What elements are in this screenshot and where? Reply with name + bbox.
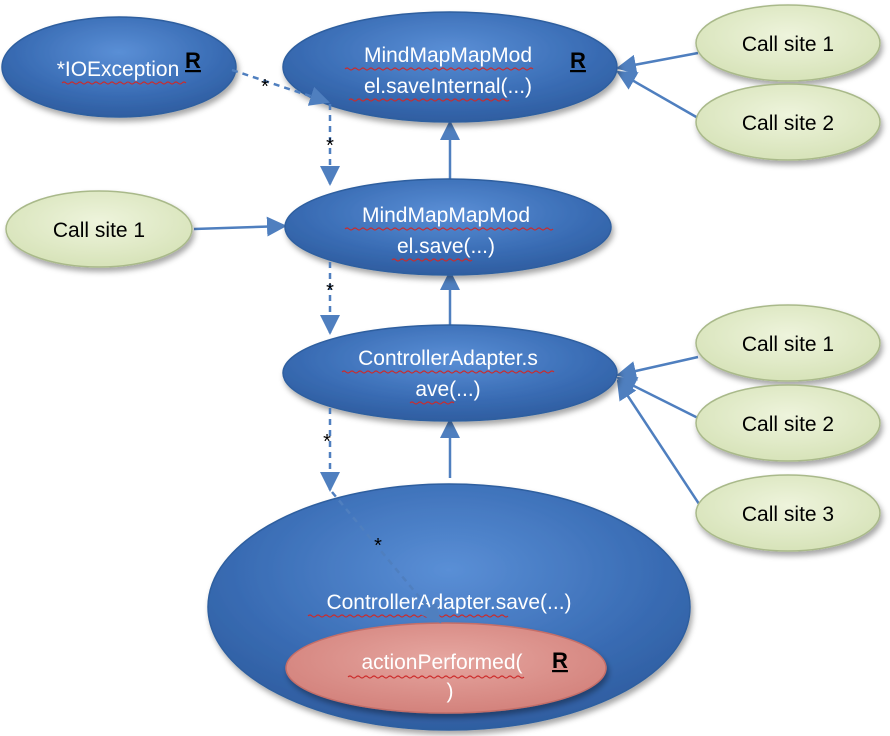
- node-io-exception[interactable]: *IOException R: [1, 16, 237, 118]
- edge-ioexception-to-saveinternal: [231, 68, 330, 106]
- spellcheck-underline: [344, 227, 554, 231]
- node-adapter-save-outer-label: ControllerAdapter.save(...): [326, 591, 571, 614]
- edge-star-mark: *: [326, 135, 334, 157]
- solid-edges: [193, 51, 705, 511]
- edge-callsite1-to-adapter: [616, 355, 699, 381]
- edge-star-mark: *: [261, 76, 269, 98]
- node-action-performed-r-mark: R: [552, 648, 568, 673]
- edge-callsite1-to-saveinternal: [616, 51, 699, 75]
- dashed-edges: [231, 68, 442, 624]
- spellcheck-underline: [391, 258, 473, 262]
- spellcheck-underline: [347, 675, 525, 679]
- node-action-performed[interactable]: actionPerformed( ) R: [285, 622, 607, 714]
- edge-star-mark: *: [326, 280, 334, 302]
- node-action-performed-line1: actionPerformed(: [361, 651, 522, 674]
- call-site-label: Call site 1: [742, 33, 834, 56]
- edge-star-mark: *: [323, 431, 331, 453]
- node-save-internal-line2: el.saveInternal(...): [364, 75, 532, 98]
- node-save-call-site-1[interactable]: Call site 1: [5, 190, 193, 268]
- spellcheck-underline: [307, 614, 509, 618]
- node-adapter-save[interactable]: ControllerAdapter.s ave(...): [282, 324, 618, 422]
- node-save-line2: el.save(...): [397, 235, 495, 258]
- node-adapter-save-line2: ave(...): [415, 378, 480, 401]
- node-save-line1: MindMapMapMod: [362, 204, 530, 227]
- node-save[interactable]: MindMapMapMod el.save(...): [284, 178, 612, 276]
- call-site-label: Call site 1: [53, 219, 145, 242]
- node-adapter-save-line1: ControllerAdapter.s: [358, 347, 538, 370]
- node-adapter-call-site-3[interactable]: Call site 3: [695, 474, 881, 552]
- node-save-internal-line1: MindMapMapMod: [364, 44, 532, 67]
- node-save-internal-r-mark: R: [570, 48, 586, 73]
- node-save-internal[interactable]: MindMapMapMod el.saveInternal(...) R: [282, 11, 618, 123]
- spellcheck-underline: [61, 81, 187, 85]
- node-io-exception-label: *IOException: [57, 58, 180, 81]
- call-site-label: Call site 1: [742, 333, 834, 356]
- node-adapter-call-site-2[interactable]: Call site 2: [695, 384, 881, 462]
- spellcheck-underline: [341, 370, 555, 374]
- spellcheck-underline: [409, 401, 455, 405]
- edge-callsite1-to-save: [193, 216, 287, 237]
- spellcheck-underline: [348, 98, 510, 102]
- node-adapter-call-site-1[interactable]: Call site 1: [695, 304, 881, 382]
- edge-callsite3-to-adapter: [616, 379, 705, 511]
- spellcheck-underline: [344, 67, 534, 71]
- edge-multiplicity-marks: * * * * *: [261, 76, 382, 557]
- node-io-exception-r-mark: R: [185, 48, 201, 73]
- node-save-internal-call-site-1[interactable]: Call site 1: [695, 4, 881, 82]
- call-site-label: Call site 3: [742, 503, 834, 526]
- node-save-internal-call-site-2[interactable]: Call site 2: [695, 83, 881, 161]
- edge-callsite2-to-saveinternal: [616, 70, 699, 120]
- call-site-label: Call site 2: [742, 112, 834, 135]
- node-action-performed-line2: ): [447, 680, 454, 703]
- call-site-label: Call site 2: [742, 413, 834, 436]
- edge-star-mark: *: [374, 535, 382, 557]
